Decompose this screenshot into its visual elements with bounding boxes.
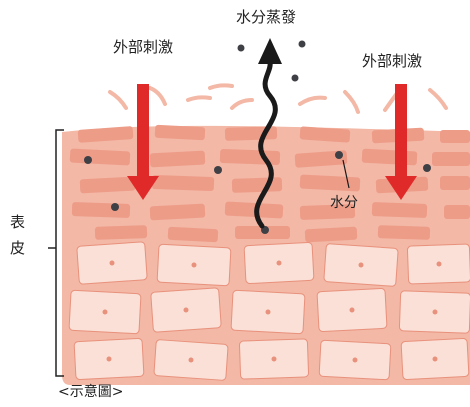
evaporation-label: 水分蒸發	[236, 6, 296, 27]
diagram-caption: <示意圖>	[58, 381, 123, 401]
moisture-label: 水分	[330, 192, 358, 212]
external-stimulus-left-label: 外部刺激	[113, 36, 173, 57]
epidermis-label-1: 表	[10, 211, 25, 232]
epidermis-label-2: 皮	[10, 237, 25, 258]
external-stimulus-right-label: 外部刺激	[362, 50, 422, 71]
epidermis-bracket	[48, 130, 64, 376]
evaporation-arrowhead	[258, 38, 282, 64]
